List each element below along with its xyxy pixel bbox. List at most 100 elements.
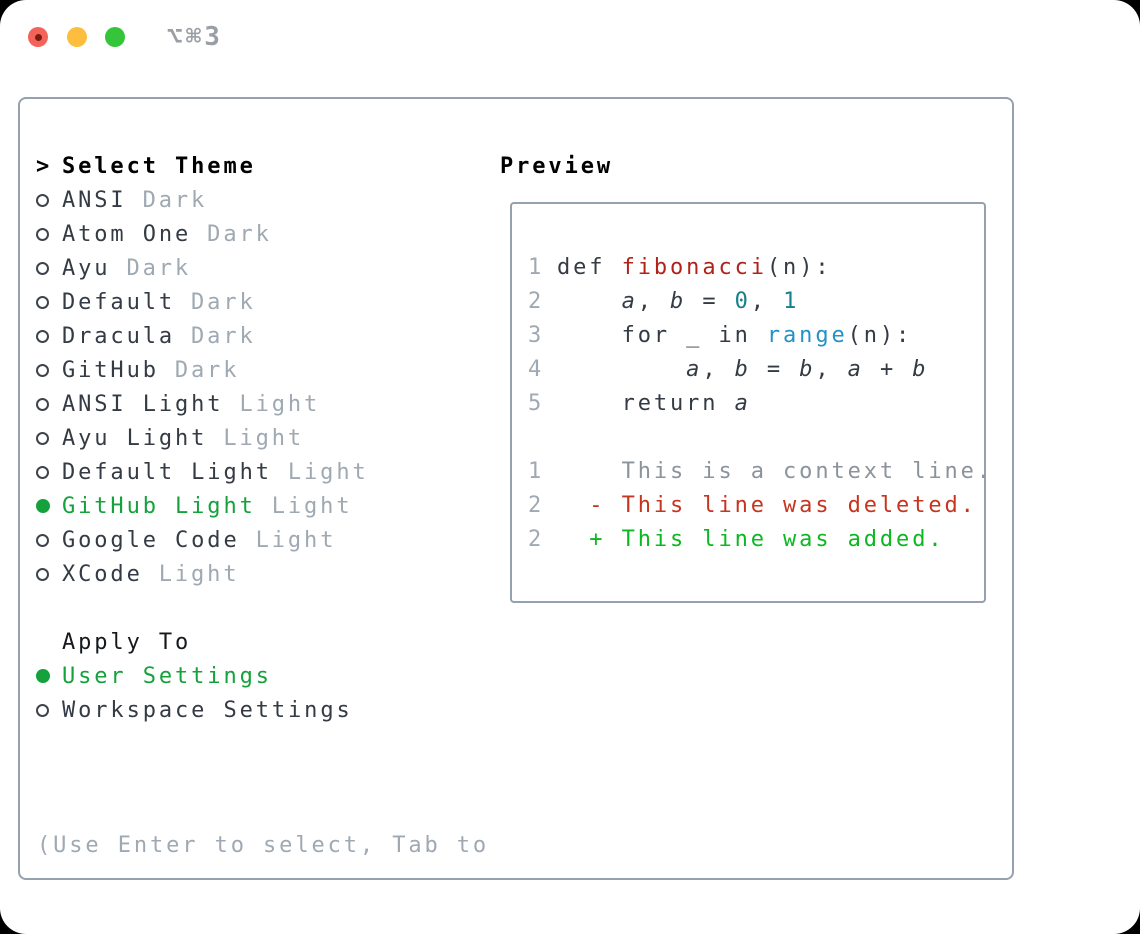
code-token: , [702, 357, 735, 382]
code-token: a [847, 357, 864, 382]
code-token: for _ in [557, 323, 767, 348]
theme-option[interactable]: ANSI Dark [36, 183, 369, 217]
code-line: 3 for _ in range(n): [512, 319, 984, 353]
line-text: + This line was added. [557, 523, 944, 557]
apply-option[interactable]: Workspace Settings [36, 693, 353, 727]
theme-variant-label: Dark [126, 255, 192, 281]
apply-option-label: Workspace Settings [62, 697, 353, 723]
line-number: 1 [528, 255, 545, 280]
line-number: 5 [528, 391, 545, 416]
select-theme-title: Select Theme [62, 153, 256, 179]
theme-option[interactable]: ANSI Light Light [36, 387, 369, 421]
line-number: 4 [528, 357, 545, 382]
radio-icon [36, 567, 49, 581]
theme-option-label: GitHub [62, 357, 159, 383]
prompt-marker-icon: > [36, 153, 53, 179]
marker-cell [36, 499, 62, 513]
marker-cell [36, 227, 62, 241]
apply-to-header: Apply To [62, 625, 191, 659]
radio-icon [36, 329, 49, 343]
radio-icon [36, 193, 49, 207]
marker-cell [36, 397, 62, 411]
line-text: - This line was deleted. [557, 489, 977, 523]
code-line: 2 a, b = 0, 1 [512, 285, 984, 319]
theme-option[interactable]: GitHub Light Light [36, 489, 369, 523]
apply-option[interactable]: User Settings [36, 659, 353, 693]
code-token: = [686, 289, 735, 314]
theme-variant-label: Light [239, 391, 321, 417]
line-text: This is a context line. [557, 455, 993, 489]
code-token: , [637, 289, 671, 314]
close-dot-icon [34, 33, 42, 41]
theme-option-label: Atom One [62, 221, 192, 247]
line-text: for _ in range(n): [557, 319, 912, 353]
marker-cell [36, 465, 62, 479]
code-token: This is a context line. [557, 459, 993, 484]
code-token: (n): [847, 323, 913, 348]
diff-line: 2 - This line was deleted. [512, 489, 984, 523]
code-token: a [734, 391, 751, 416]
marker-cell [36, 261, 62, 275]
code-token: (n): [766, 255, 832, 280]
theme-variant-label: Light [255, 527, 337, 553]
diff-line: 1 This is a context line. [512, 455, 990, 489]
radio-selected-icon [36, 499, 50, 513]
code-token: , [750, 289, 784, 314]
radio-selected-icon [36, 669, 50, 683]
theme-option-label: ANSI [62, 187, 127, 213]
close-button[interactable] [28, 27, 48, 47]
theme-variant-label: Dark [142, 187, 208, 213]
radio-icon [36, 227, 49, 241]
theme-variant-label: Light [287, 459, 369, 485]
window-title-shortcut: ⌥⌘3 [167, 22, 223, 52]
theme-option-label: Ayu Light [62, 425, 208, 451]
theme-variant-label: Dark [191, 289, 256, 315]
minimize-button[interactable] [67, 27, 87, 47]
code-token: b [734, 357, 751, 382]
theme-variant-label: Dark [191, 323, 256, 349]
select-theme-header: > Select Theme [36, 149, 256, 183]
line-number: 2 [528, 493, 545, 518]
zoom-button[interactable] [105, 27, 125, 47]
code-token: fibonacci [621, 255, 767, 280]
code-token: a [621, 289, 638, 314]
code-token: b [912, 357, 929, 382]
line-number: 1 [528, 459, 545, 484]
theme-variant-label: Dark [207, 221, 272, 247]
theme-option-label: ANSI Light [62, 391, 224, 417]
code-line: 4 a, b = b, a + b [512, 353, 984, 387]
theme-option[interactable]: Atom One Dark [36, 217, 369, 251]
code-token: 1 [783, 289, 800, 314]
code-token: - This line was deleted. [557, 493, 977, 518]
theme-option[interactable]: Google Code Light [36, 523, 369, 557]
theme-option-label: Dracula [62, 323, 176, 349]
theme-option-label: Google Code [62, 527, 240, 553]
line-text: return a [557, 387, 751, 421]
theme-variant-label: Light [271, 493, 353, 519]
diff-line: 2 + This line was added. [512, 523, 984, 557]
radio-icon [36, 431, 49, 445]
marker-cell [36, 533, 62, 547]
apply-option-label: User Settings [62, 663, 272, 689]
code-token: , [815, 357, 848, 382]
hint-text: (Use Enter to select, Tab to change focu… [37, 761, 489, 934]
code-token [557, 289, 622, 314]
line-number: 3 [528, 323, 545, 348]
radio-icon [36, 295, 49, 309]
code-token: = [750, 357, 800, 382]
preview-title: Preview [500, 153, 614, 179]
radio-icon [36, 397, 49, 411]
theme-option-label: GitHub Light [62, 493, 256, 519]
theme-option[interactable]: Dracula Dark [36, 319, 369, 353]
